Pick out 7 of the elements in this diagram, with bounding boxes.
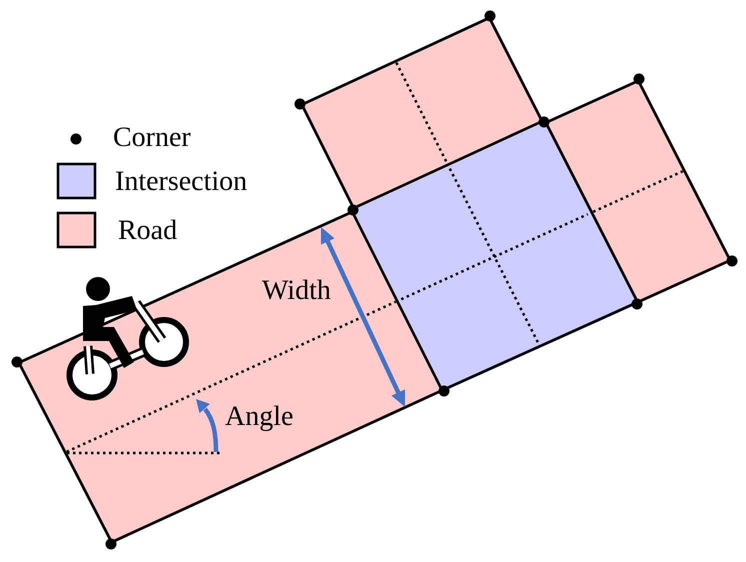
road-segment bbox=[544, 79, 732, 304]
angle-label: Angle bbox=[225, 403, 294, 431]
dimension-label: Width bbox=[262, 277, 331, 305]
legend-label: Corner bbox=[113, 124, 191, 152]
legend-label: Road bbox=[118, 217, 178, 245]
road-segment bbox=[300, 16, 544, 210]
legend-label: Intersection bbox=[115, 168, 248, 196]
